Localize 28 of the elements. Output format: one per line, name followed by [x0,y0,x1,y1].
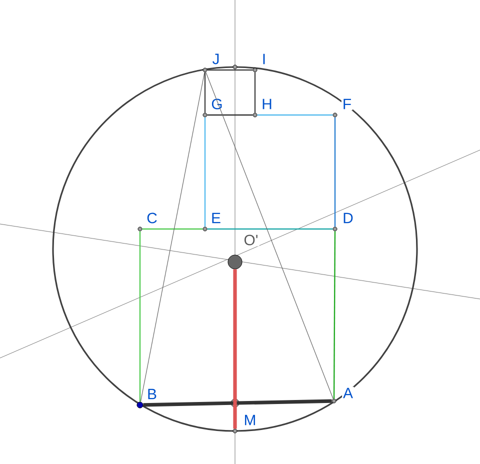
segment [207,69,253,71]
segment [142,228,203,230]
point [232,64,238,70]
segment [139,231,141,402]
segment [143,399,332,407]
segment [140,72,205,402]
segment [204,117,206,227]
segment [254,72,256,113]
segment [204,72,206,113]
point-label: B [146,388,158,400]
point-label: A [342,386,354,400]
point-label: D [342,212,354,224]
point-label: G [210,98,224,110]
segment [333,231,336,399]
point-label: C [146,212,158,224]
point-label: I [260,52,268,66]
point-label: H [260,98,274,110]
segment [233,269,237,429]
point-label: O' [242,234,260,246]
segment [334,117,336,227]
point-label: M [242,414,258,426]
segment [207,228,333,230]
segment [206,72,334,400]
point-label: J [211,52,221,66]
segment [207,114,253,116]
point-label: F [341,98,353,110]
point-label: E [210,212,222,224]
segment [257,114,333,116]
